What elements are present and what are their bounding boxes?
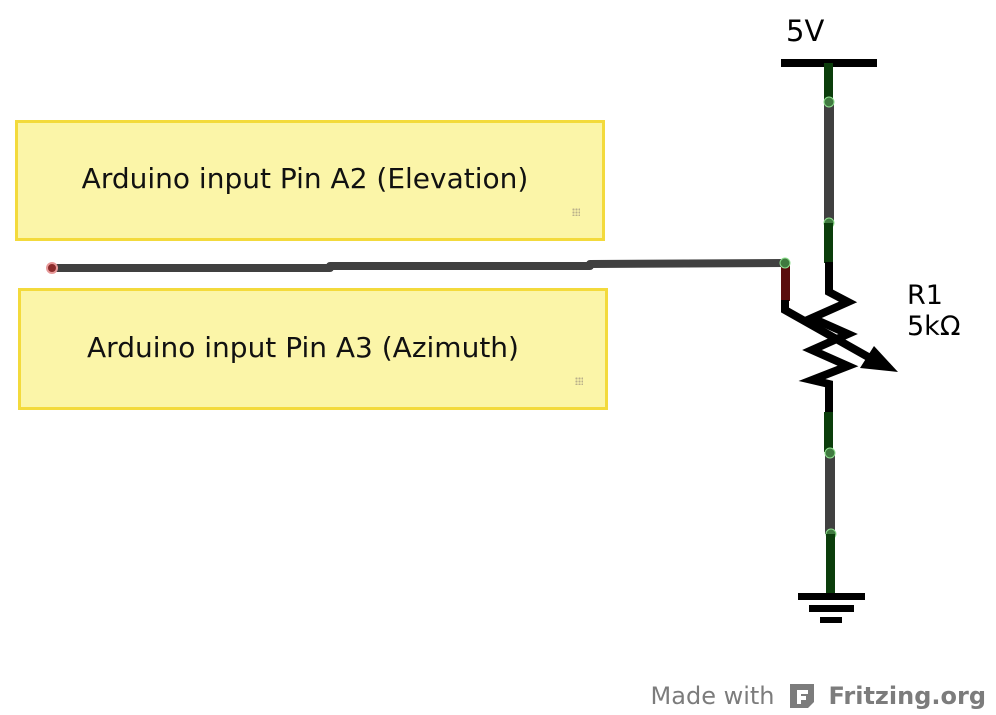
potentiometer-label: R1 5kΩ xyxy=(907,280,960,342)
note-pin-a3-text: Arduino input Pin A3 (Azimuth) xyxy=(87,330,519,364)
connector-open-dot[interactable] xyxy=(46,262,58,274)
connector-dot[interactable] xyxy=(824,447,836,459)
resize-grip-icon[interactable] xyxy=(575,377,583,385)
pot-wiper-arrow-line xyxy=(781,300,872,362)
note-pin-a2-text: Arduino input Pin A2 (Elevation) xyxy=(81,162,529,195)
pot-bottom-leg xyxy=(824,412,833,452)
power-symbol-5v[interactable] xyxy=(781,59,877,102)
wiper-wire[interactable] xyxy=(52,259,786,272)
pot-body-zigzag xyxy=(798,262,859,412)
note-pin-a3[interactable]: Arduino input Pin A3 (Azimuth) xyxy=(18,288,608,410)
ground-leg xyxy=(826,534,835,600)
pot-arrow-head xyxy=(860,346,898,372)
resize-grip-icon[interactable] xyxy=(572,208,580,216)
made-with-fritzing-footer[interactable]: Made with Fritzing.org xyxy=(651,681,986,711)
potentiometer-r1[interactable] xyxy=(781,223,898,452)
power-label: 5V xyxy=(786,14,825,48)
made-with-text: Made with xyxy=(650,682,775,710)
note-pin-a2[interactable]: Arduino input Pin A2 (Elevation) xyxy=(15,120,605,241)
fritzing-brand-link[interactable]: Fritzing.org xyxy=(828,682,986,710)
potentiometer-value: 5kΩ xyxy=(907,311,961,342)
pot-top-leg xyxy=(824,223,833,263)
connector-dot[interactable] xyxy=(779,257,791,269)
power-wire[interactable] xyxy=(824,100,834,224)
pot-wiper-leg xyxy=(781,263,790,301)
power-leg xyxy=(824,63,833,102)
ground-symbol[interactable] xyxy=(798,534,865,623)
fritzing-logo-icon xyxy=(789,684,814,708)
ground-wire[interactable] xyxy=(825,452,835,534)
connector-dot[interactable] xyxy=(823,96,835,108)
potentiometer-ref: R1 xyxy=(907,280,943,311)
